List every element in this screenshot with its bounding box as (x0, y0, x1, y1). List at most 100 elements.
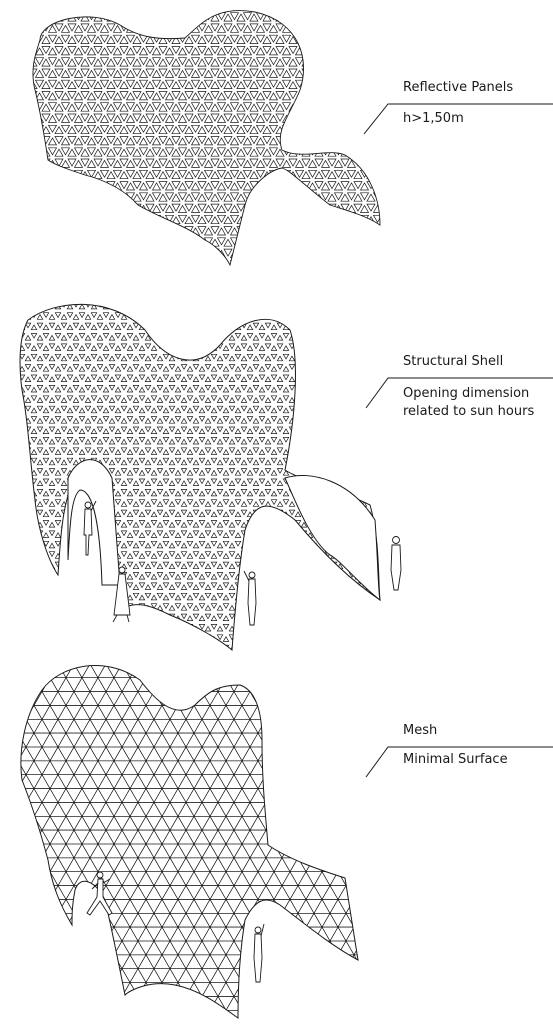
panel-triangle (327, 181, 337, 190)
shell-opening (108, 405, 116, 412)
panel-triangle (112, 124, 123, 133)
shell-opening (144, 304, 152, 308)
shell-opening (391, 595, 396, 600)
panel-triangle (132, 181, 142, 190)
mesh-triangle (362, 913, 378, 927)
shell-opening (30, 573, 38, 580)
mesh-triangle (113, 857, 131, 872)
panel-triangle (164, 114, 175, 123)
panel-triangle (93, 23, 103, 32)
shell-opening (108, 322, 116, 329)
shell-opening (228, 509, 236, 516)
panel-triangle (184, 91, 194, 100)
panel-triangle (346, 182, 357, 191)
panel-triangle (307, 204, 318, 213)
mesh-triangle (345, 802, 358, 817)
panel-triangle (262, 193, 272, 202)
panel-triangle (54, 226, 64, 235)
panel-triangle (23, 13, 31, 20)
shell-opening (150, 582, 158, 589)
shell-opening (234, 304, 242, 310)
shell-opening (234, 437, 242, 443)
shell-opening (252, 304, 260, 308)
mesh-triangle (20, 691, 27, 706)
shell-opening (204, 584, 212, 590)
mesh-triangle (353, 843, 358, 859)
panel-triangle (301, 125, 311, 135)
shell-opening (55, 658, 60, 663)
shell-opening (30, 345, 38, 351)
panel-triangle (151, 227, 162, 236)
shell-opening (174, 635, 182, 642)
mesh-triangle (233, 815, 251, 831)
mesh-triangle (81, 677, 99, 693)
shell-opening (96, 592, 104, 599)
mesh-triangle (370, 816, 386, 830)
shell-opening (385, 573, 390, 578)
panel-triangle (281, 260, 292, 265)
shell-opening (30, 469, 38, 476)
mesh-triangle (337, 899, 355, 914)
shell-opening (66, 561, 74, 568)
shell-opening (222, 573, 230, 580)
shell-opening (246, 353, 254, 360)
shell-opening (150, 635, 158, 642)
shell-opening (180, 468, 188, 474)
shell-opening (168, 385, 176, 391)
panel-triangle (32, 35, 38, 44)
shell-opening (252, 343, 260, 350)
panel-triangle (301, 91, 311, 100)
mesh-triangle (65, 760, 83, 776)
shell-opening (174, 333, 182, 339)
mesh-triangle (20, 843, 35, 859)
shell-opening (259, 292, 264, 297)
person-figure-icon (243, 570, 257, 626)
shell-opening (192, 509, 200, 516)
shell-opening (72, 396, 80, 403)
shell-opening (66, 304, 74, 310)
panel-triangle (164, 249, 175, 258)
shell-opening (324, 343, 332, 350)
shell-opening (20, 428, 26, 434)
panel-triangle (320, 192, 331, 201)
shell-opening (210, 511, 218, 518)
shell-opening (108, 376, 116, 382)
shell-opening (228, 396, 236, 403)
panel-triangle (73, 227, 84, 236)
panel-triangle (249, 148, 259, 157)
mesh-triangle (337, 691, 355, 706)
shell-opening (216, 592, 224, 599)
panel-triangle (203, 227, 214, 236)
mesh-triangle (273, 801, 291, 817)
shell-opening (132, 634, 140, 641)
panel-triangle (86, 237, 97, 246)
shell-opening (36, 563, 44, 570)
panel-triangle (229, 102, 240, 111)
mesh-triangle (362, 802, 378, 816)
panel-triangle (359, 249, 370, 258)
mesh-triangle (113, 995, 131, 1011)
panel-triangle (294, 204, 305, 213)
panel-triangle (99, 169, 110, 179)
panel-triangle (197, 216, 207, 225)
mesh-triangle (81, 718, 99, 734)
shell-opening (391, 645, 396, 650)
shell-opening (264, 304, 272, 308)
mesh-triangle (313, 885, 331, 900)
shell-opening (54, 416, 62, 423)
shell-opening (162, 635, 170, 642)
shell-opening (258, 395, 266, 402)
mesh-triangle (25, 760, 43, 775)
shell-opening (270, 635, 278, 642)
panel-triangle (16, 227, 24, 234)
shell-opening (234, 386, 242, 393)
shell-opening (90, 540, 98, 547)
panel-triangle (99, 69, 110, 78)
shell-opening (391, 408, 396, 413)
shell-opening (84, 572, 92, 578)
mesh-triangle (73, 913, 91, 928)
mesh-triangle (49, 801, 67, 817)
mesh-triangle (217, 774, 235, 790)
panel-triangle (333, 47, 344, 56)
shell-opening (30, 511, 38, 518)
